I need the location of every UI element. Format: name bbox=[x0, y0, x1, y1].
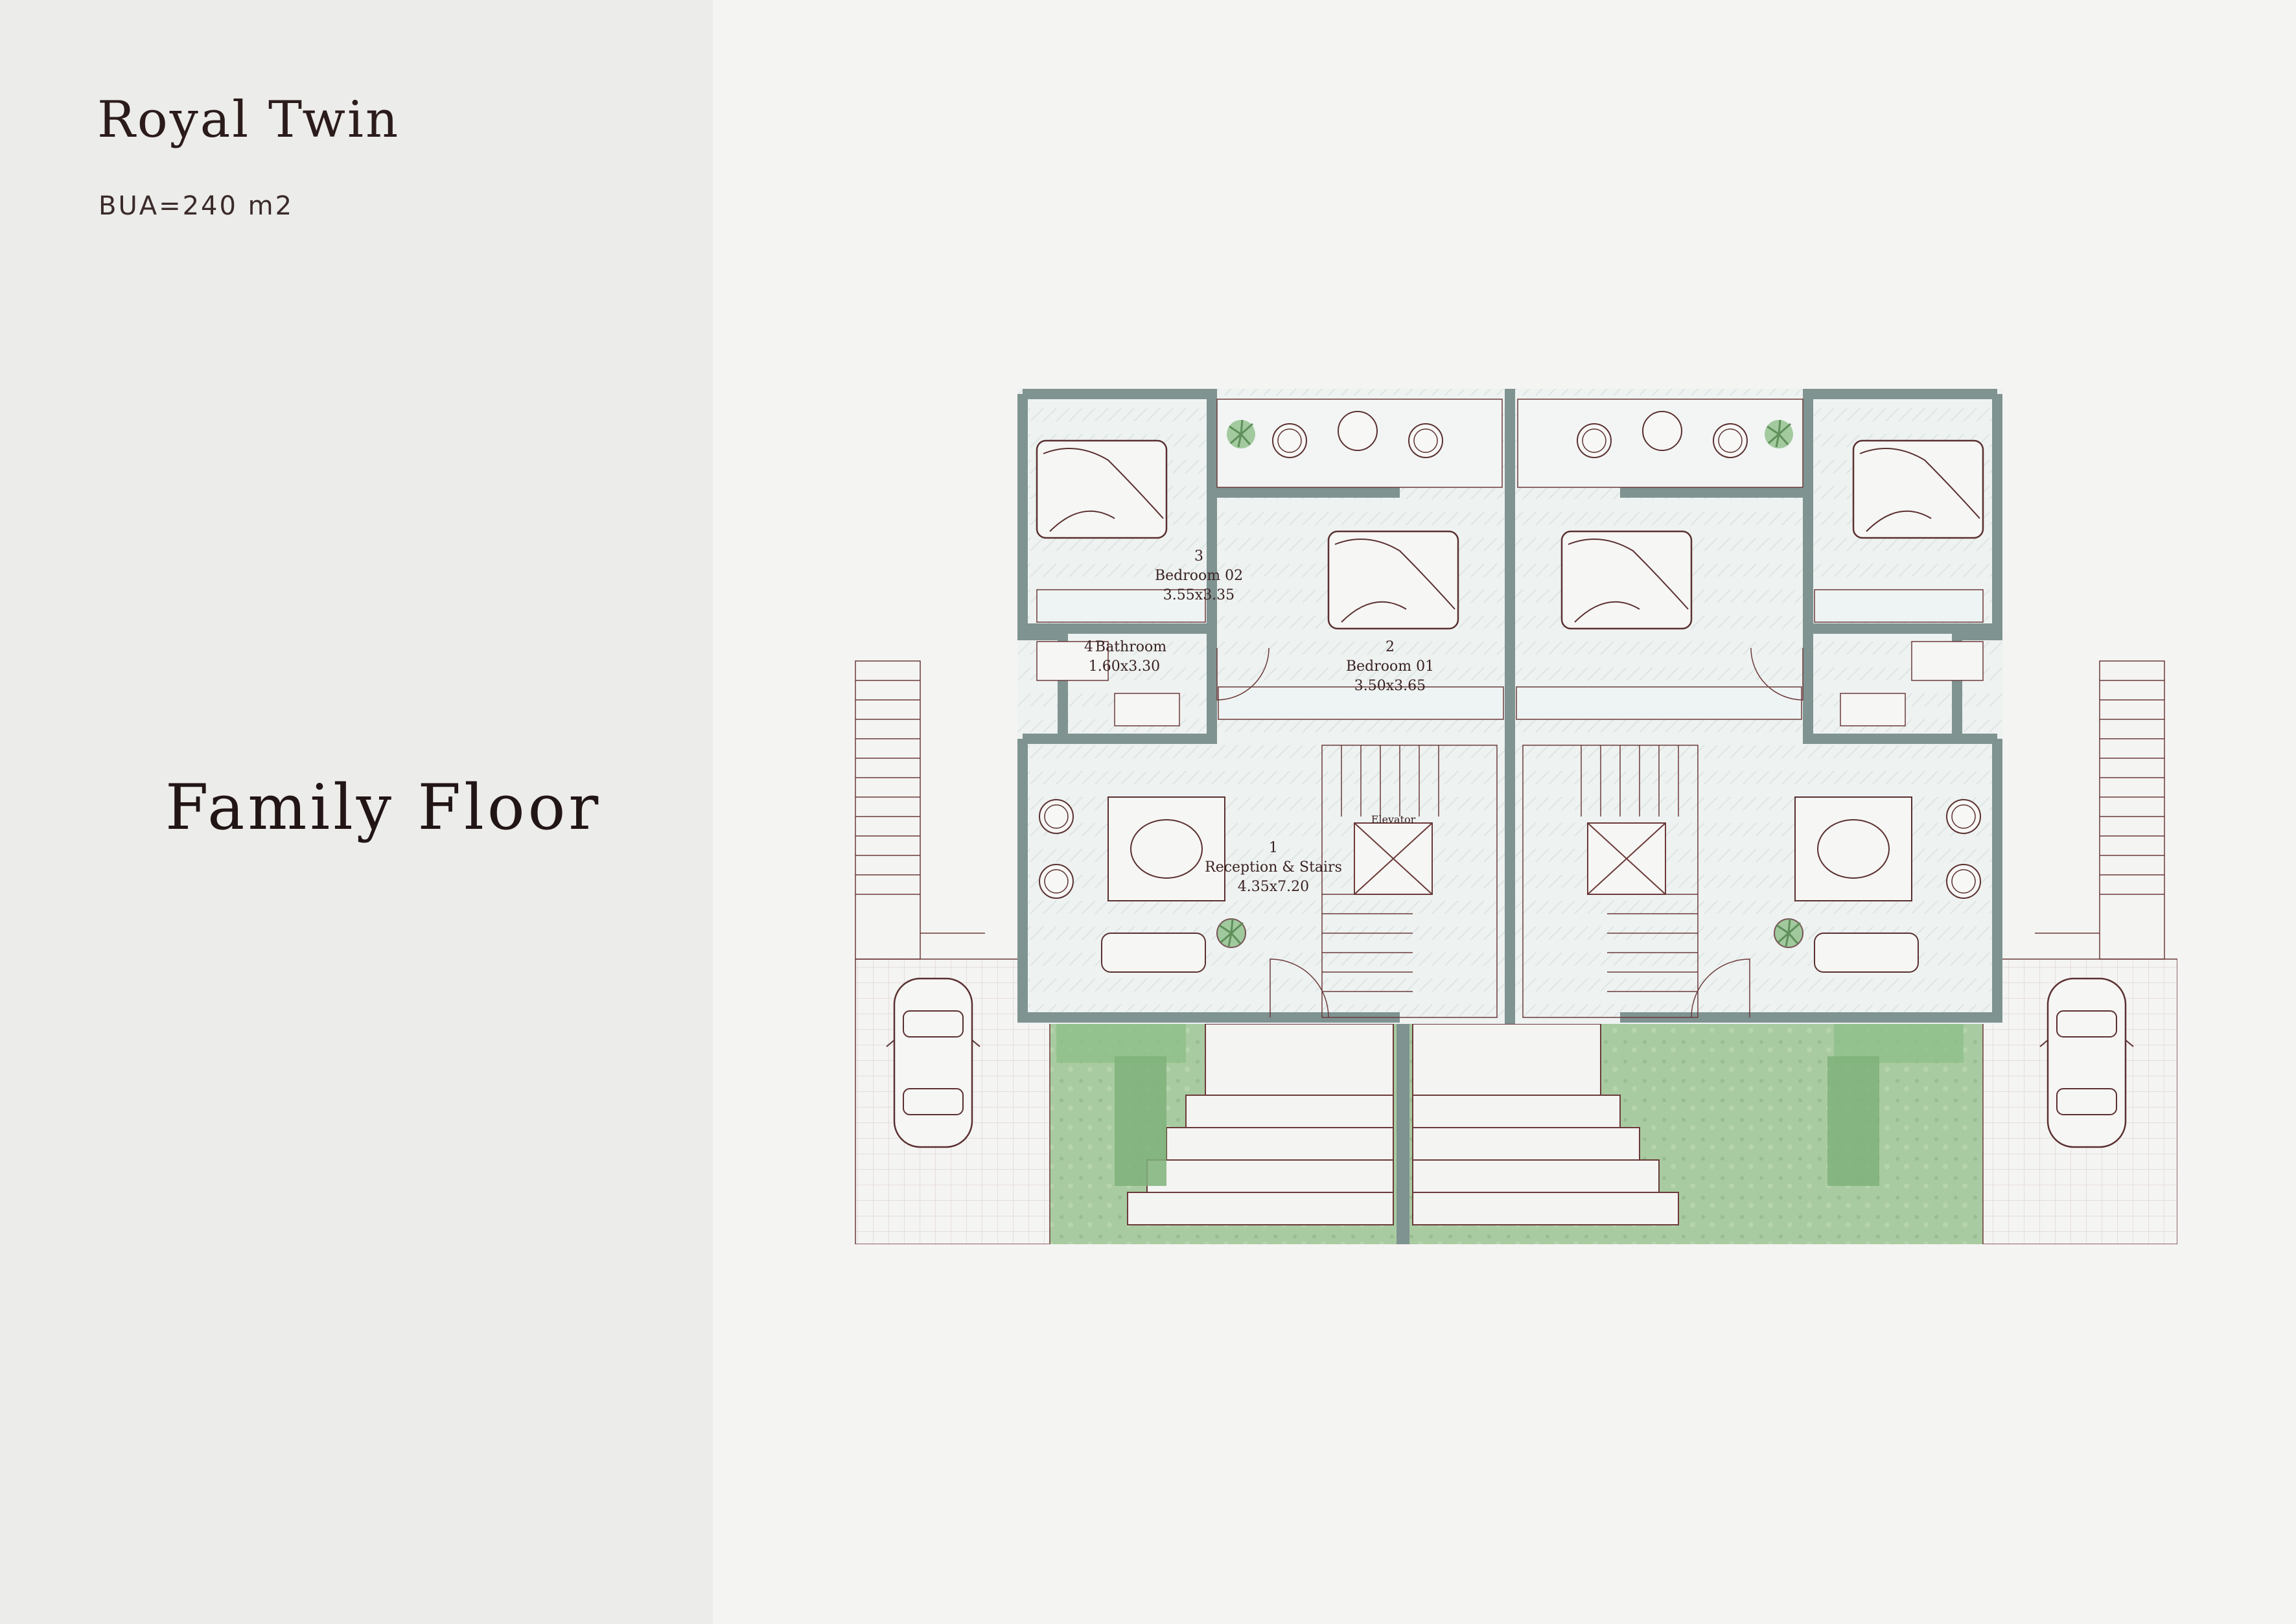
room-name-bathroom: Bathroom bbox=[1095, 639, 1166, 655]
bathroom-right bbox=[1840, 641, 1984, 726]
project-title: Royal Twin bbox=[97, 91, 400, 149]
bed-icon-bedroom02-right bbox=[1852, 439, 1984, 539]
room-size-bedroom01: 3.50x3.65 bbox=[1354, 678, 1426, 694]
balcony-right bbox=[1517, 399, 1803, 488]
reception-furniture-right bbox=[1773, 796, 1981, 973]
room-number-reception: 1 bbox=[1269, 840, 1278, 856]
room-name-bedroom01: Bedroom 01 bbox=[1346, 658, 1434, 675]
hedge-right bbox=[1827, 1024, 1964, 1186]
floor-title: Family Floor bbox=[165, 771, 602, 844]
walls-left-unit bbox=[1017, 389, 1400, 1023]
room-size-reception: 4.35x7.20 bbox=[1238, 879, 1309, 895]
bed-icon-bedroom01-left bbox=[1327, 530, 1459, 630]
floor-plan-drawing: 3 Bedroom 02 3.55x3.35 4 Bathroom 1.60x3… bbox=[842, 376, 2178, 1245]
elevator-left bbox=[1354, 822, 1433, 895]
external-stair-left bbox=[855, 660, 985, 960]
front-steps-right bbox=[1412, 1023, 1679, 1225]
room-number-bathroom: 4 bbox=[1084, 639, 1093, 655]
elevator-label: Elevator bbox=[1371, 813, 1416, 826]
room-number-bedroom02: 3 bbox=[1194, 548, 1203, 564]
room-name-reception: Reception & Stairs bbox=[1205, 859, 1342, 876]
central-party-wall bbox=[1505, 389, 1515, 1024]
car-icon-left bbox=[885, 977, 981, 1148]
info-panel: Royal Twin BUA=240 m2 Family Floor bbox=[0, 0, 713, 1624]
internal-stairs-right bbox=[1522, 745, 1699, 1018]
room-number-bedroom01: 2 bbox=[1386, 639, 1395, 655]
bed-icon-bedroom02-left bbox=[1036, 439, 1168, 539]
room-name-bedroom02: Bedroom 02 bbox=[1155, 568, 1243, 584]
wardrobes bbox=[1036, 589, 1984, 720]
door-swings bbox=[1216, 647, 1803, 1018]
hedge-left bbox=[1056, 1024, 1186, 1186]
bua-label: BUA=240 m2 bbox=[99, 191, 294, 221]
room-size-bathroom: 1.60x3.30 bbox=[1089, 658, 1160, 675]
walls-right-unit bbox=[1620, 389, 2002, 1023]
party-wall-divider bbox=[1397, 1024, 1409, 1244]
front-steps-left bbox=[1127, 1023, 1394, 1225]
elevator-right bbox=[1587, 822, 1666, 895]
car-icon-right bbox=[2039, 977, 2135, 1148]
bed-icon-bedroom01-right bbox=[1560, 530, 1693, 630]
room-size-bedroom02: 3.55x3.35 bbox=[1163, 587, 1235, 603]
external-stair-right bbox=[2035, 660, 2165, 960]
reception-furniture-left bbox=[1039, 796, 1247, 973]
floor-plan-svg: 3 Bedroom 02 3.55x3.35 4 Bathroom 1.60x3… bbox=[855, 389, 2178, 1245]
bathroom-left bbox=[1036, 641, 1180, 726]
balcony-left bbox=[1216, 399, 1503, 488]
